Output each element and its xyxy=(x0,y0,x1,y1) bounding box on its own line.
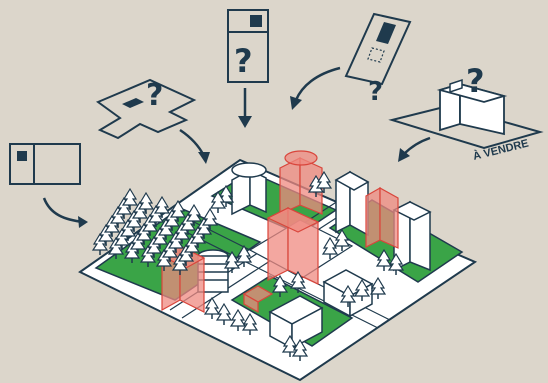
tree-icon xyxy=(289,270,307,293)
tree-icon xyxy=(121,187,139,210)
map-plan-icon xyxy=(9,143,81,185)
tree-icon xyxy=(241,312,259,335)
tree-icon xyxy=(203,296,221,319)
tree-icon xyxy=(375,248,393,271)
question-mark: ? xyxy=(368,77,383,107)
tree-icon xyxy=(333,228,351,251)
question-mark: ? xyxy=(466,62,485,100)
question-mark: ? xyxy=(234,42,253,80)
arrow-head xyxy=(290,96,302,110)
tree-icon xyxy=(339,284,357,307)
arrow-head xyxy=(198,152,210,164)
tree-icon xyxy=(229,308,247,331)
building xyxy=(334,170,370,237)
tilted-plan-icon: ? xyxy=(344,12,412,107)
tree-icon xyxy=(215,302,233,325)
tree-icon xyxy=(185,203,203,226)
arrow-head xyxy=(78,216,88,228)
city-block xyxy=(78,150,478,382)
tree-icon xyxy=(321,236,339,259)
arrow-icon xyxy=(403,136,431,155)
question-mark: ? xyxy=(146,78,163,113)
tree-icon xyxy=(353,278,371,301)
building xyxy=(231,162,267,216)
arrow-head xyxy=(398,148,410,162)
tree-icon xyxy=(235,244,253,267)
tree-icon xyxy=(271,274,289,297)
parcel-cross-icon: ? xyxy=(95,78,197,140)
tree-icon xyxy=(281,334,299,357)
tree-icon xyxy=(153,195,171,218)
arrow-head xyxy=(238,116,252,128)
tree-icon xyxy=(209,190,227,213)
highlighted-building xyxy=(266,207,320,285)
for-sale-label: À VENDRE xyxy=(472,137,530,163)
tree-icon xyxy=(201,207,219,230)
building xyxy=(268,295,324,350)
tree-icon xyxy=(169,199,187,222)
tree-icon xyxy=(315,170,333,193)
tree-icon xyxy=(369,276,387,299)
highlighted-building xyxy=(365,186,399,249)
tree-icon xyxy=(137,191,155,214)
tree-group xyxy=(91,170,405,361)
document-plan-icon: ? xyxy=(227,9,269,83)
property-for-sale-icon: ? À VENDRE xyxy=(388,62,544,163)
arrow-icon xyxy=(294,66,341,101)
arrow-icon xyxy=(42,197,85,224)
highlighted-building xyxy=(242,285,274,314)
tree-icon xyxy=(387,252,405,275)
tree-icon xyxy=(291,338,309,361)
